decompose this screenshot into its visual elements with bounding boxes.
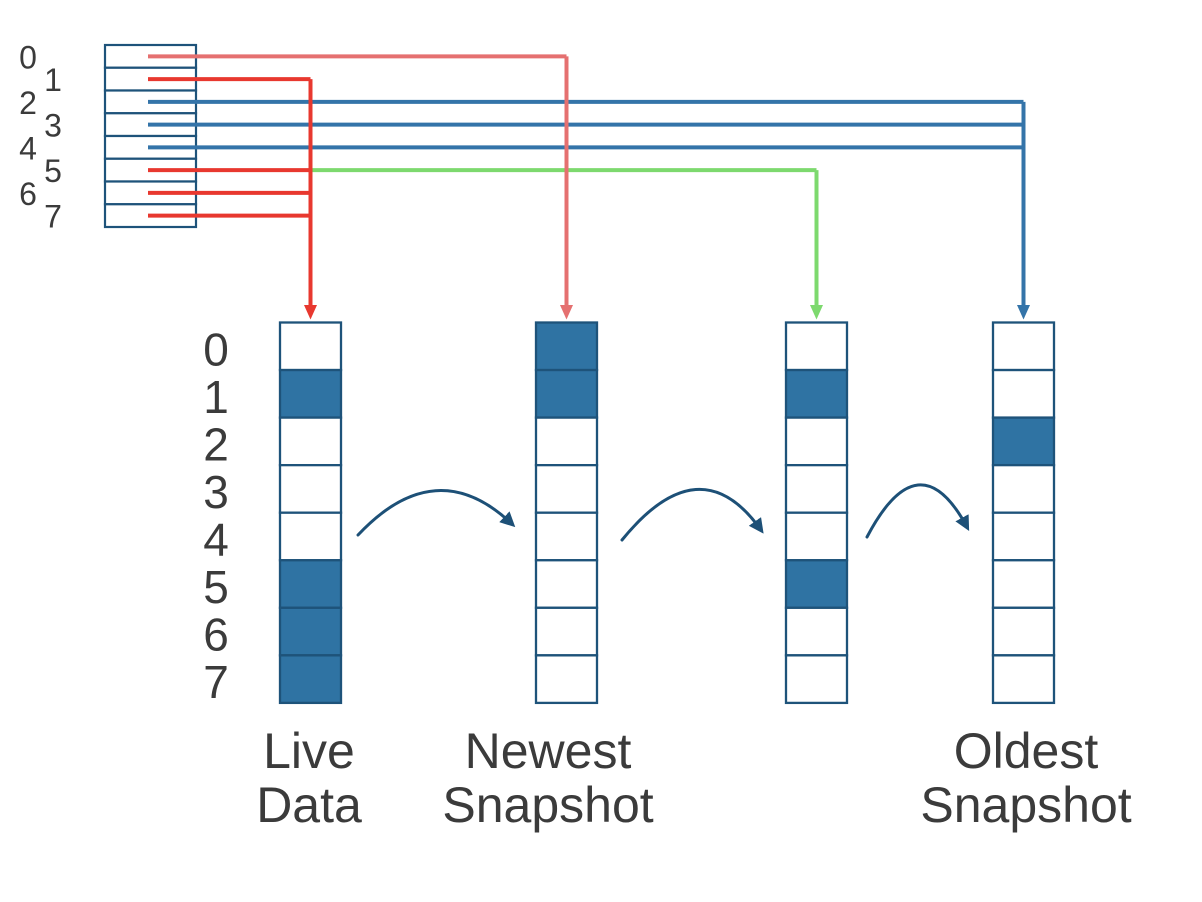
arrowhead-green-to-middle-snapshot [810,305,823,320]
column-label-newest-snapshot-line1: Newest [465,723,632,779]
cell-oldest-snapshot-1 [991,368,1056,419]
column-row-label-7: 7 [203,656,229,708]
data-columns [278,321,1056,705]
cell-newest-snapshot-2 [534,416,599,467]
cell-oldest-snapshot-7 [991,654,1056,705]
pointer-table-row-label-3: 3 [44,108,62,144]
cell-newest-snapshot-0 [534,321,599,372]
column-row-label-2: 2 [203,418,229,470]
cell-middle-snapshot-4 [784,511,849,562]
column-label-live-data-line2: Data [256,777,362,833]
column-middle-snapshot [784,321,849,705]
arrowhead-red-to-live-data [304,305,317,320]
pointer-table-row-label-4: 4 [19,130,37,166]
column-label-live-data-line1: Live [263,723,355,779]
column-row-label-6: 6 [203,609,229,661]
cell-newest-snapshot-4 [534,511,599,562]
cell-oldest-snapshot-4 [991,511,1056,562]
pointer-lines [148,54,1030,320]
arrowhead-salmon-to-newest-snapshot [560,305,573,320]
cell-newest-snapshot-7 [534,654,599,705]
column-oldest-snapshot [991,321,1056,705]
cell-oldest-snapshot-6 [991,606,1056,657]
column-row-label-0: 0 [203,323,229,375]
cell-oldest-snapshot-2 [991,416,1056,467]
pointer-table-row-label-2: 2 [19,85,37,121]
cell-middle-snapshot-2 [784,416,849,467]
column-row-label-4: 4 [203,513,229,565]
copy-arrow-live-data-to-newest-snapshot [356,489,516,537]
pointer-table-row-label-5: 5 [44,153,62,189]
column-live-data [278,321,343,705]
cell-middle-snapshot-1 [784,368,849,419]
arrowhead-blue-to-oldest-snapshot [1017,305,1030,320]
cell-live-data-6 [278,606,343,657]
cell-live-data-2 [278,416,343,467]
cell-newest-snapshot-1 [534,368,599,419]
copy-arrow-newest-snapshot-to-middle-snapshot [620,487,764,542]
cell-live-data-7 [278,654,343,705]
cell-oldest-snapshot-5 [991,559,1056,609]
column-label-oldest-snapshot-line1: Oldest [954,723,1099,779]
pointer-table-row-label-0: 0 [19,39,37,75]
cell-middle-snapshot-7 [784,654,849,705]
snapshot-copy-arrows [356,483,970,542]
pointer-table-row-label-6: 6 [19,176,37,212]
cell-middle-snapshot-0 [784,321,849,372]
column-row-label-3: 3 [203,466,229,518]
cell-live-data-4 [278,511,343,562]
diagram-labels: 01234567LiveDataNewestSnapshotOldestSnap… [203,323,1132,833]
cell-oldest-snapshot-3 [991,463,1056,514]
cell-middle-snapshot-6 [784,606,849,657]
cell-middle-snapshot-5 [784,559,849,609]
pointer-table-row-label-1: 1 [44,62,62,98]
cell-middle-snapshot-3 [784,463,849,514]
cell-live-data-1 [278,368,343,419]
copy-arrow-middle-snapshot-to-oldest-snapshot [865,483,970,539]
cell-live-data-0 [278,321,343,372]
column-label-oldest-snapshot-line2: Snapshot [920,777,1131,833]
cell-newest-snapshot-6 [534,606,599,657]
cell-newest-snapshot-3 [534,463,599,514]
column-newest-snapshot [534,321,599,705]
cell-oldest-snapshot-0 [991,321,1056,372]
column-row-label-5: 5 [203,561,229,613]
column-label-newest-snapshot-line2: Snapshot [442,777,653,833]
cell-live-data-3 [278,463,343,514]
pointer-table-row-label-7: 7 [44,199,62,235]
cell-live-data-5 [278,559,343,609]
cell-newest-snapshot-5 [534,559,599,609]
column-row-label-1: 1 [203,371,229,423]
